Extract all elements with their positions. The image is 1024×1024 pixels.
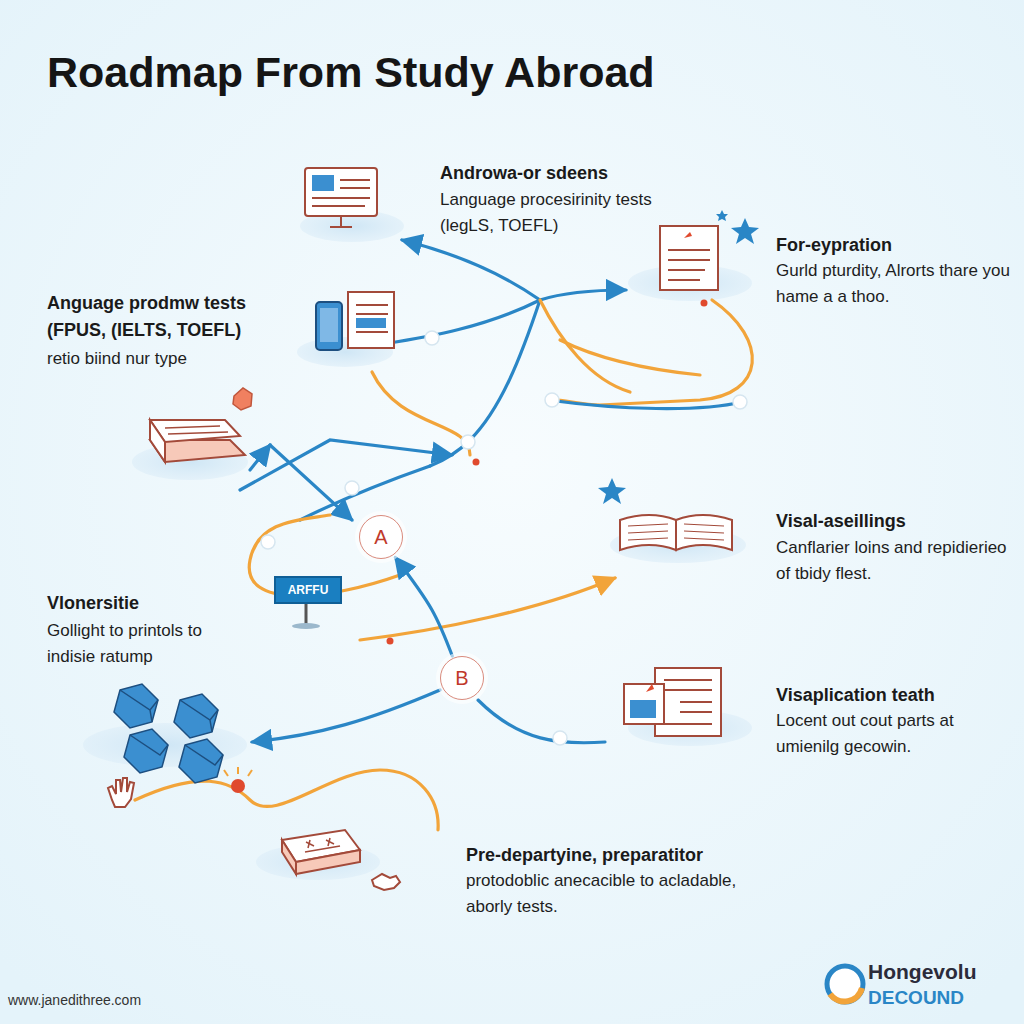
step-heading: Anguage prodmw tests (FPUS, (IELTS, TOEF… — [47, 290, 302, 344]
step-body: Locent out cout parts at umienilg gecowi… — [776, 708, 1016, 759]
milestone-letter: A — [374, 526, 387, 549]
watermark: www.janedithree.com — [8, 990, 268, 1011]
hand-icons — [108, 778, 400, 890]
step-body: Gurld pturdity, Alrorts thare you hame a… — [776, 258, 1016, 309]
diagram-title: Roadmap From Study Abroad — [47, 40, 655, 105]
sign-text: ARFFU — [288, 583, 329, 597]
step-heading: Visal-aseillings — [776, 508, 1016, 535]
tablet-icon — [316, 292, 394, 350]
step-heading: Pre-departyine, preparatitor — [466, 842, 766, 869]
signpost-pole — [292, 604, 320, 629]
step-body: retio biind nur type — [47, 346, 297, 372]
polyhedron-icons — [114, 684, 223, 783]
monitor-icon — [305, 168, 377, 227]
apple-icon — [224, 767, 252, 793]
step-heading: For-eypration — [776, 232, 1016, 259]
step-body: protodoblic anecacible to acladable, abo… — [466, 868, 756, 919]
logo-text: Hongevolu — [868, 960, 1018, 984]
application-icon — [624, 668, 721, 736]
step-body: Canflarier loins and repidierieo of tbid… — [776, 535, 1016, 586]
step-heading: Visaplication teath — [776, 682, 1016, 709]
step-heading: Vlonersitie — [47, 590, 287, 617]
gem-icon — [236, 384, 256, 402]
book-icon — [150, 388, 252, 462]
step-body: Language procesirinity tests (legLS, TOE… — [440, 187, 652, 238]
certificate-icon — [282, 830, 360, 874]
open-book-icon — [598, 478, 732, 550]
logo-text: DECOUND — [868, 984, 1018, 1013]
milestone-circle: A — [359, 515, 403, 559]
document-icon — [660, 210, 759, 290]
step-body: Gollight to printols to indisie ratump — [47, 618, 247, 669]
route-dots — [387, 300, 708, 645]
step-heading: Androwa-or sdeens — [440, 160, 770, 187]
logo-mark — [827, 966, 863, 1002]
route-arrow — [395, 557, 452, 656]
route-dots — [261, 331, 747, 745]
milestone-letter: B — [455, 667, 468, 690]
milestone-circle: B — [440, 656, 484, 700]
signpost-board: ARFFU — [274, 576, 342, 604]
